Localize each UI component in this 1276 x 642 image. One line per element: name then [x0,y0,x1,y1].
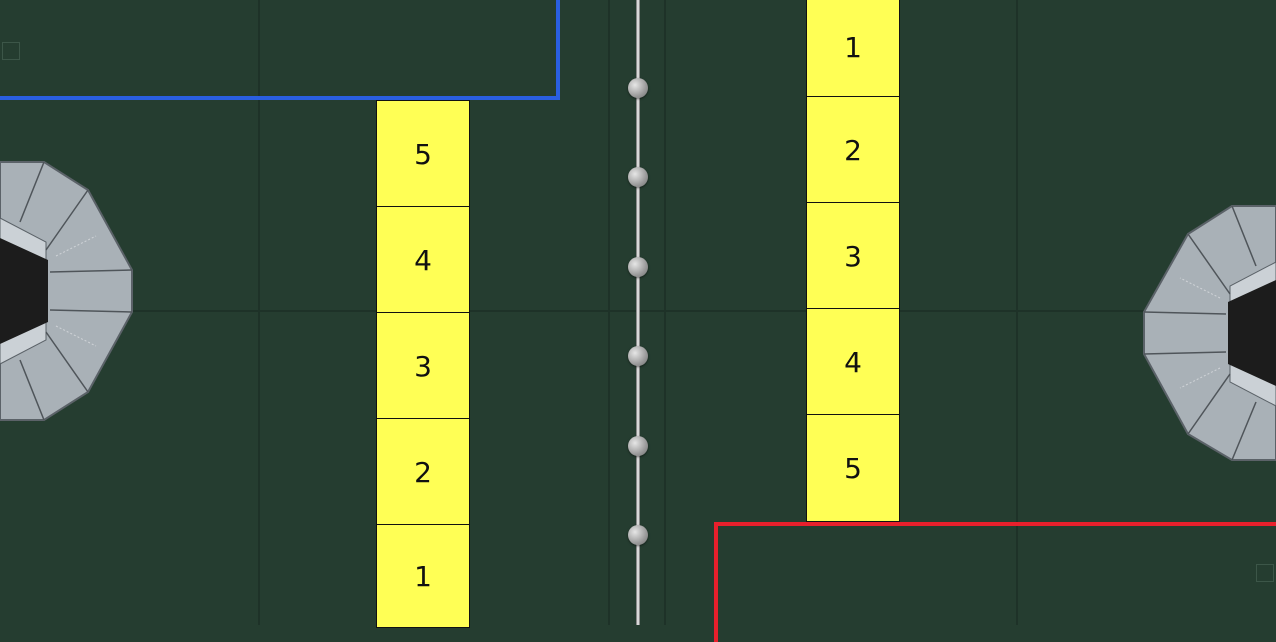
bay-cell[interactable]: 3 [806,202,900,310]
bay-cell[interactable]: 1 [806,0,900,98]
bay-cell-label: 4 [844,345,862,379]
corner-marker [1256,564,1274,582]
bay-cell[interactable]: 5 [806,414,900,522]
center-rail [636,0,640,625]
bay-cell[interactable]: 2 [376,418,470,526]
bay-cell-label: 5 [844,451,862,485]
ball-icon[interactable] [628,78,648,98]
corner-marker [2,42,20,60]
bay-cell-label: 2 [844,133,862,167]
ball-icon[interactable] [628,167,648,187]
ball-icon[interactable] [628,257,648,277]
red-alliance-zone [714,522,1276,642]
bay-cell-label: 5 [414,137,432,171]
bay-cell-label: 3 [844,239,862,273]
tile-seam [608,0,610,625]
ball-icon[interactable] [628,525,648,545]
octagon-goal-icon [0,161,133,421]
bay-cell-label: 1 [844,30,862,64]
bay-cell[interactable]: 1 [376,524,470,628]
ball-icon[interactable] [628,346,648,366]
bay-cell[interactable]: 5 [376,100,470,208]
bay-cell-label: 1 [414,559,432,593]
octagon-goal-icon [1143,205,1276,461]
bay-cell-label: 3 [414,349,432,383]
tile-seam [1016,0,1018,625]
bay-cell[interactable]: 4 [376,206,470,314]
tile-seam [664,0,666,625]
bay-cell-label: 2 [414,455,432,489]
bay-cell[interactable]: 2 [806,96,900,204]
bay-cell-label: 4 [414,243,432,277]
ball-icon[interactable] [628,436,648,456]
bay-cell[interactable]: 4 [806,308,900,416]
blue-alliance-zone [0,0,560,100]
tile-seam [258,0,260,625]
bay-cell[interactable]: 3 [376,312,470,420]
